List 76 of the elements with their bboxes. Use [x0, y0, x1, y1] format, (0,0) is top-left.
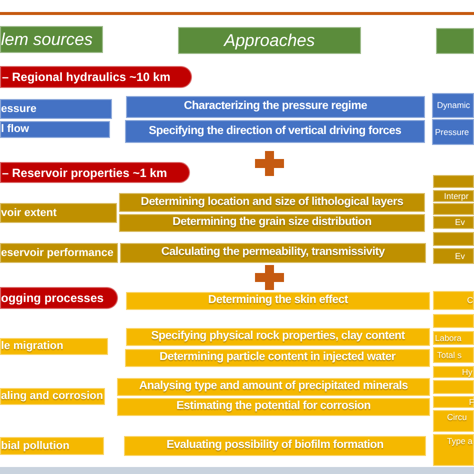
method-bar — [432, 119, 474, 145]
source-bar — [0, 243, 118, 263]
approach-bar — [124, 436, 426, 456]
label-text: Ev — [455, 252, 465, 260]
approach-bar — [126, 96, 425, 118]
label-text: l flow — [1, 124, 30, 135]
approach-bar — [126, 328, 430, 346]
label-text: C — [467, 296, 474, 305]
approach-bar — [117, 398, 430, 416]
method-bar — [433, 396, 474, 408]
label-text: Dynamic — [437, 101, 470, 110]
empty-box — [436, 28, 474, 54]
label-text: Total s — [437, 350, 462, 360]
empty-box — [433, 175, 474, 188]
column-header — [178, 27, 361, 54]
label-text: Approaches — [224, 32, 315, 49]
source-bar — [0, 121, 110, 138]
label-text: aling and corrosion — [1, 391, 104, 402]
label-text: voir extent — [1, 208, 57, 218]
method-bar — [432, 93, 474, 118]
approach-bar — [126, 292, 430, 310]
approach-bar — [117, 378, 430, 396]
label-text: Specifying the direction of vertical driving forces — [148, 126, 402, 138]
approach-bar — [125, 349, 430, 367]
label-text: Labora — [435, 334, 462, 342]
label-text: le migration — [1, 341, 64, 352]
label-text: Calculating the permeability, transmissivity — [161, 247, 385, 259]
method-bar — [433, 366, 474, 378]
empty-box — [433, 232, 474, 246]
column-header — [0, 26, 103, 53]
label-text: – Reservoir properties ~1 km — [2, 166, 168, 178]
label-text: Interpr — [444, 192, 469, 200]
label-text: Circu — [447, 413, 467, 422]
label-text: Determining the skin effect — [208, 295, 348, 307]
label-text: essure — [1, 104, 36, 114]
approach-bar — [119, 193, 425, 212]
section-tab — [0, 162, 190, 183]
label-text: Evaluating possibility of biofilm formation — [166, 440, 384, 452]
label-text: Characterizing the pressure regime — [184, 101, 368, 113]
label-text: Hy — [462, 368, 472, 376]
source-bar — [0, 437, 104, 455]
section-tab — [0, 287, 118, 309]
method-bar — [433, 216, 474, 229]
label-text: Determining particle content in injected water — [160, 352, 396, 364]
label-text: Determining location and size of lithological layers — [140, 196, 404, 208]
label-text: eservoir performance — [1, 248, 114, 258]
method-bar — [433, 434, 474, 466]
label-text: Analysing type and amount of precipitated minerals — [139, 381, 408, 393]
approach-bar — [120, 243, 426, 263]
method-bar — [433, 410, 474, 432]
label-text: Type a — [447, 437, 473, 446]
label-text: Estimating the potential for corrosion — [176, 401, 371, 413]
method-bar — [433, 331, 474, 345]
method-bar — [433, 347, 474, 363]
label-text: Determining the grain size distribution — [172, 217, 372, 229]
empty-box — [433, 314, 474, 328]
method-bar — [433, 291, 474, 310]
label-text: Specifying physical rock properties, clay content — [151, 331, 405, 343]
source-bar — [0, 338, 108, 355]
empty-box — [433, 380, 474, 394]
method-bar — [433, 190, 474, 202]
source-bar — [0, 388, 105, 405]
label-text: F — [469, 398, 474, 406]
section-tab — [0, 66, 192, 88]
method-bar — [433, 248, 474, 264]
empty-box — [433, 203, 474, 215]
label-text: Ev — [455, 218, 465, 227]
approach-bar — [119, 214, 425, 232]
label-text: – Regional hydraulics ~10 km — [2, 71, 170, 83]
approach-bar — [125, 120, 425, 143]
label-text: Pressure — [435, 128, 470, 136]
label-text: ogging processes — [1, 292, 104, 304]
source-bar — [0, 99, 112, 119]
label-text: lem sources — [1, 31, 93, 48]
label-text: bial pollution — [1, 440, 70, 452]
source-bar — [0, 203, 117, 223]
